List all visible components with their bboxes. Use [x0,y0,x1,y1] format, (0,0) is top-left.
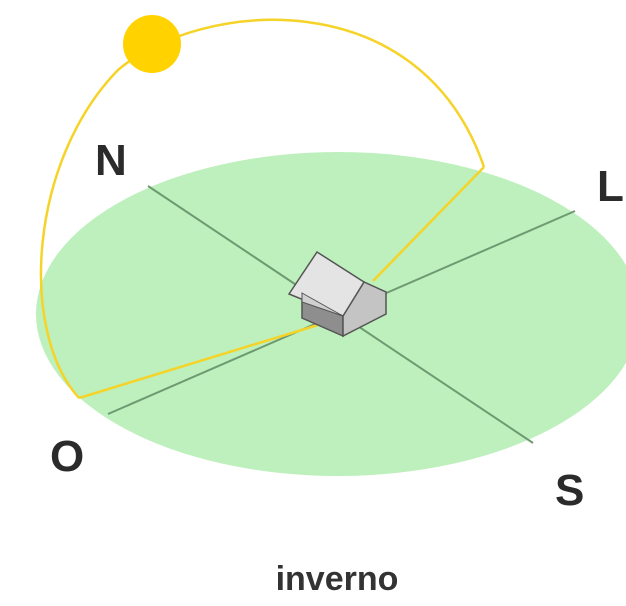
season-caption: inverno [276,560,399,598]
sun-ray-east [372,166,485,282]
label-north: N [95,136,127,185]
sun-path-arc [39,18,486,399]
label-south: S [555,466,584,515]
label-east: L [597,162,624,211]
label-west: O [50,432,84,481]
sun-icon [123,15,181,73]
sun-ray-west [78,323,319,400]
house-icon [287,250,387,338]
